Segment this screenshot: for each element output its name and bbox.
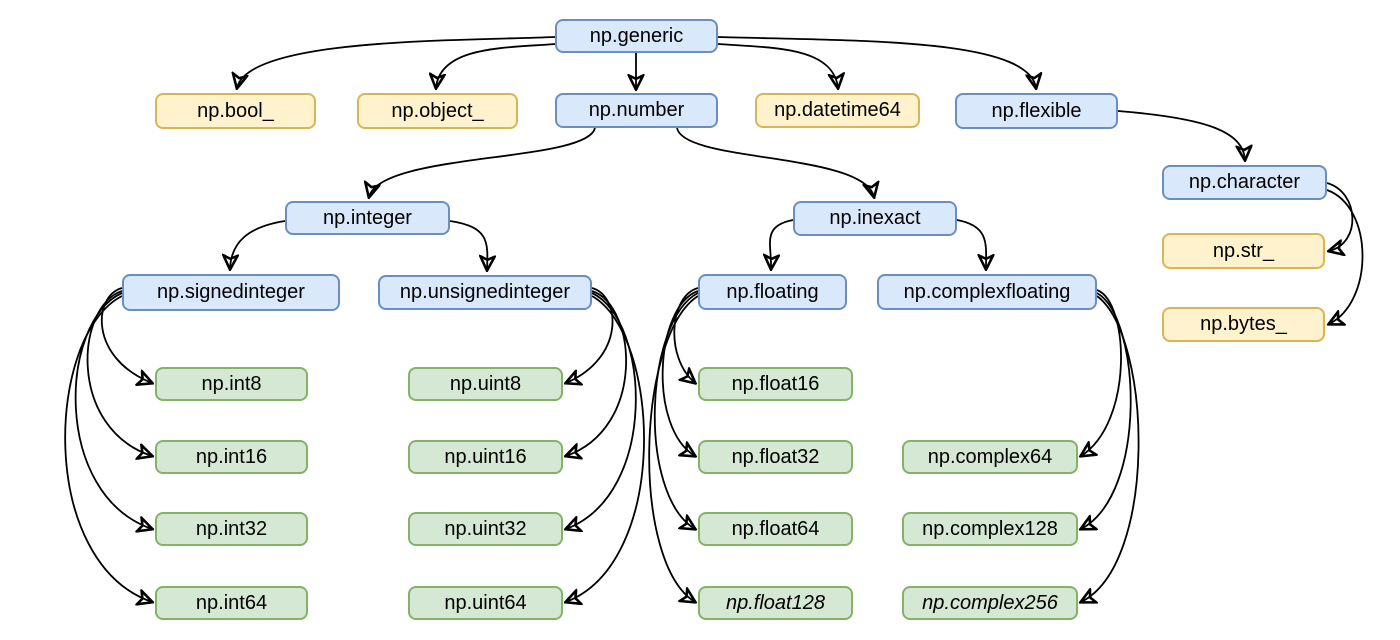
node-np-float16: np.float16 [698,367,853,401]
edge-complexfloating-complex128 [1081,292,1132,529]
node-np-inexact: np.inexact [793,201,957,236]
node-np-number: np.number [555,93,718,128]
edge-character-str [1327,182,1354,251]
edge-signedinteger-int16 [86,290,152,456]
node-np-bytes: np.bytes_ [1162,307,1325,342]
edge-floating-float64 [653,292,699,529]
node-np-int16: np.int16 [155,440,308,474]
node-np-str: np.str_ [1162,233,1325,269]
edge-unsignedinteger-uint16 [566,290,627,456]
node-np-float32: np.float32 [698,440,853,474]
edge-integer-signedinteger [230,220,286,269]
edge-floating-float16 [673,287,699,383]
edge-signedinteger-int64 [64,295,152,602]
node-np-object: np.object_ [357,93,518,129]
edge-generic-datetime64 [717,43,838,88]
node-np-flexible: np.flexible [955,93,1118,129]
edge-flexible-character [1117,110,1245,160]
edge-generic-bool [237,36,556,88]
node-np-integer: np.integer [285,201,450,235]
node-np-generic: np.generic [555,19,718,53]
edge-integer-unsignedinteger [449,220,487,270]
edge-number-inexact [676,127,874,197]
node-np-float64: np.float64 [698,512,853,546]
node-np-uint16: np.uint16 [408,440,563,474]
node-np-datetime64: np.datetime64 [755,93,920,128]
edge-generic-flexible [717,36,1036,88]
node-np-unsignedinteger: np.unsignedinteger [378,275,592,310]
edge-character-bytes [1327,189,1364,324]
node-np-signedinteger: np.signedinteger [122,274,340,311]
edge-unsignedinteger-uint8 [566,287,614,383]
node-np-uint64: np.uint64 [408,586,563,620]
node-np-complexfloating: np.complexfloating [877,274,1097,310]
node-np-floating: np.floating [698,274,847,310]
edge-signedinteger-int8 [101,287,152,383]
node-np-complex64: np.complex64 [902,440,1078,474]
edge-inexact-complexfloating [956,219,986,269]
edge-floating-float32 [661,290,699,456]
node-np-int32: np.int32 [155,512,308,546]
edge-unsignedinteger-uint64 [566,295,645,602]
edge-floating-float128 [648,295,699,602]
node-np-float128: np.float128 [698,586,853,620]
edge-number-integer [369,127,596,197]
node-np-int64: np.int64 [155,586,308,620]
node-np-bool: np.bool_ [155,93,316,129]
node-np-character: np.character [1162,165,1327,200]
node-np-uint32: np.uint32 [408,512,563,546]
node-np-int8: np.int8 [155,367,308,401]
edge-complexfloating-complex64 [1081,289,1122,456]
node-np-complex128: np.complex128 [902,512,1078,546]
node-np-uint8: np.uint8 [408,367,563,401]
edge-signedinteger-int32 [74,292,152,529]
edge-complexfloating-complex256 [1081,295,1140,602]
edge-unsignedinteger-uint32 [566,292,637,529]
edge-generic-object [436,43,556,88]
edge-inexact-floating [770,219,794,269]
node-np-complex256: np.complex256 [902,586,1078,620]
